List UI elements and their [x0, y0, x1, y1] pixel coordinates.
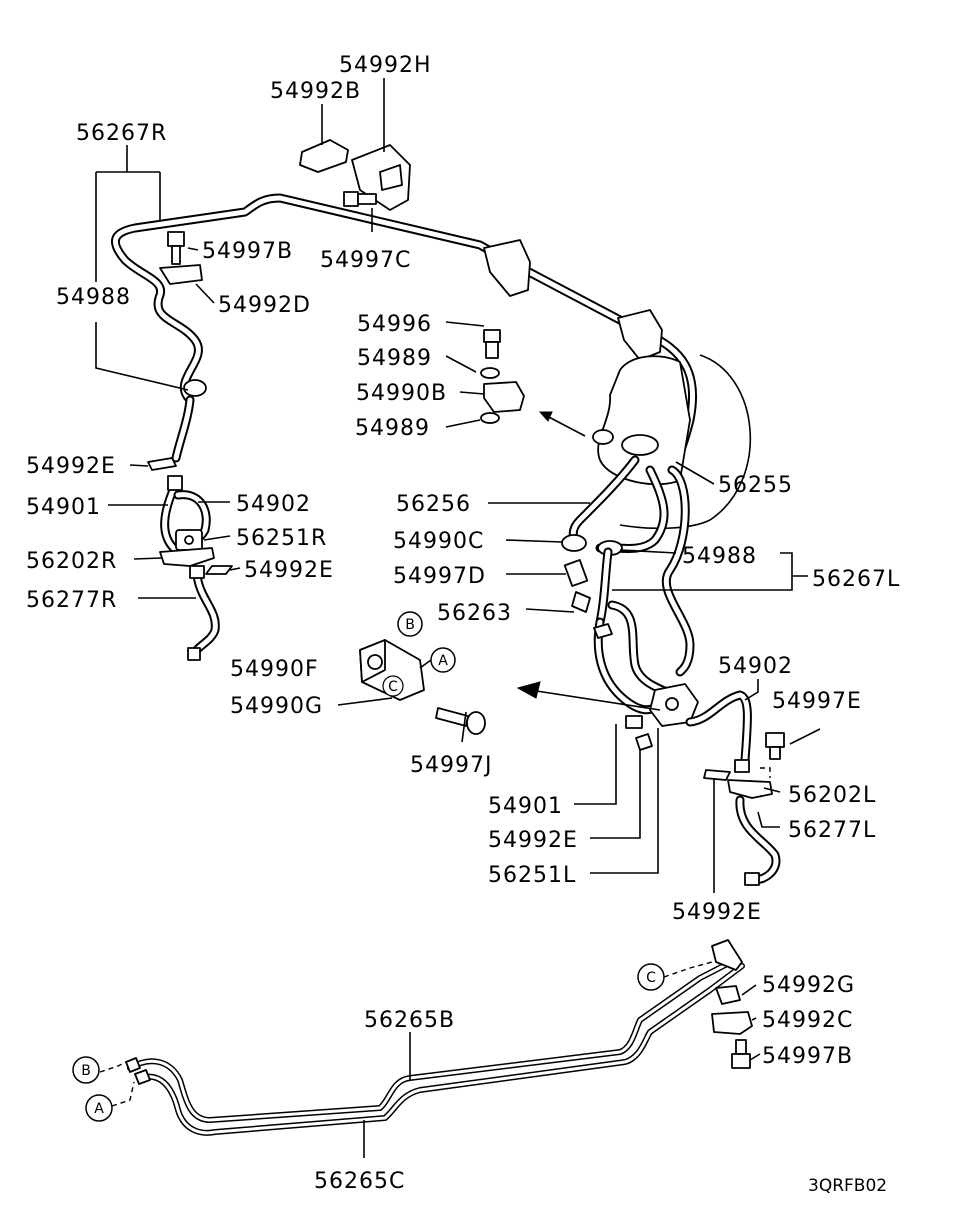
bolt-54997J [435, 707, 486, 735]
label-54996: 54996 [357, 312, 432, 337]
callout-C-on-block: C [382, 675, 404, 697]
arrow-to-master [544, 414, 586, 437]
bracket-56202R [159, 547, 215, 567]
label-54992E-mid: 54992E [244, 558, 334, 583]
label-54988-left: 54988 [56, 285, 131, 310]
clip-54992D [159, 264, 203, 285]
bolt-54997C [343, 191, 377, 207]
bolt-54997D [563, 559, 589, 587]
label-54992E-left: 54992E [26, 454, 116, 479]
bolt-54996 [483, 329, 501, 359]
label-54989-a: 54989 [357, 346, 432, 371]
brake-hose-right [625, 683, 752, 765]
fitting-54990C [561, 534, 587, 552]
leader-lines [95, 78, 821, 1158]
label-56256: 56256 [396, 492, 471, 517]
label-54992H: 54992H [339, 53, 432, 78]
bracket-56202L [727, 779, 773, 799]
svg-text:B: B [81, 1063, 91, 1079]
fitting-upper-56277L [734, 759, 750, 773]
brake-hose-left [160, 475, 211, 557]
master-cylinder [592, 354, 752, 530]
label-54992E-r1: 54992E [488, 828, 578, 853]
label-56265C: 56265C [314, 1169, 405, 1194]
label-54901-left: 54901 [26, 495, 101, 520]
svg-text:C: C [646, 970, 656, 986]
washer-54989-a [480, 367, 500, 379]
bolt-54997B-bottom [731, 1039, 751, 1069]
label-54989-b: 54989 [355, 416, 430, 441]
label-56251L: 56251L [488, 863, 576, 888]
label-54902-right: 54902 [718, 654, 793, 679]
label-54992B: 54992B [270, 79, 361, 104]
brake-pipe-56265 [125, 939, 745, 1136]
drawing [99, 139, 785, 1136]
bolt-54997E [765, 732, 785, 760]
label-56251R: 56251R [236, 526, 327, 551]
label-54990B: 54990B [356, 381, 447, 406]
label-54992C: 54992C [762, 1008, 853, 1033]
block-54990B [483, 381, 525, 413]
label-56202L: 56202L [788, 783, 876, 808]
washer-54989-b [480, 412, 500, 424]
diagram-code: 3QRFB02 [808, 1176, 887, 1196]
clip-54992E-left [147, 457, 177, 471]
label-54997C: 54997C [320, 248, 411, 273]
grommet-54988-left [183, 379, 207, 397]
brake-pipe-56277L [735, 795, 781, 886]
clip-mid-1 [483, 239, 531, 297]
callout-A-top: A [419, 647, 456, 673]
label-54992G: 54992G [762, 973, 855, 998]
label-54992D: 54992D [218, 293, 311, 318]
label-54990F: 54990F [230, 657, 319, 682]
brake-pipe-56277R [187, 565, 220, 661]
brake-pipe-left-down [171, 395, 195, 463]
label-56267R: 56267R [76, 121, 167, 146]
label-56263: 56263 [437, 601, 512, 626]
label-54988-right: 54988 [682, 544, 757, 569]
label-54997B-top: 54997B [202, 239, 293, 264]
label-54990C: 54990C [393, 529, 484, 554]
block-54990F-54990G [359, 639, 425, 701]
clip-54992G [715, 985, 741, 1005]
label-54990G: 54990G [230, 694, 323, 719]
svg-text:B: B [405, 617, 415, 633]
brake-pipe-56267R [110, 193, 698, 475]
callout-B-bottom: B [72, 1056, 100, 1084]
clip-54992E-mid [205, 565, 233, 575]
bolt-54997B-top [167, 231, 185, 265]
callout-A-bottom: A [85, 1094, 113, 1122]
label-56277R: 56277R [26, 588, 117, 613]
brake-pipe-56255 [595, 465, 695, 677]
svg-text:A: A [438, 653, 448, 669]
svg-text:C: C [388, 679, 398, 695]
part-labels: 54992H 54992B 56267R 54997B 54997C 54988… [26, 53, 900, 1196]
label-56267L: 56267L [812, 567, 900, 592]
label-56265B: 56265B [364, 1008, 455, 1033]
callout-C-bottom: C [637, 963, 665, 991]
svg-text:A: A [94, 1101, 104, 1117]
arrow-to-54990F [529, 689, 661, 711]
label-54997B-bottom: 54997B [762, 1044, 853, 1069]
label-54997J: 54997J [410, 753, 492, 778]
label-54997D: 54997D [393, 564, 486, 589]
clip-54992C [711, 1011, 753, 1035]
label-56277L: 56277L [788, 818, 876, 843]
callout-B-top: B [397, 611, 423, 637]
clip-mid-2 [617, 309, 663, 361]
label-54901-right: 54901 [488, 794, 563, 819]
clip-54992E-right [703, 769, 731, 781]
label-56202R: 56202R [26, 549, 117, 574]
label-54902-left: 54902 [236, 492, 311, 517]
label-54992E-r2: 54992E [672, 900, 762, 925]
label-54997E: 54997E [772, 689, 862, 714]
label-56255: 56255 [718, 473, 793, 498]
